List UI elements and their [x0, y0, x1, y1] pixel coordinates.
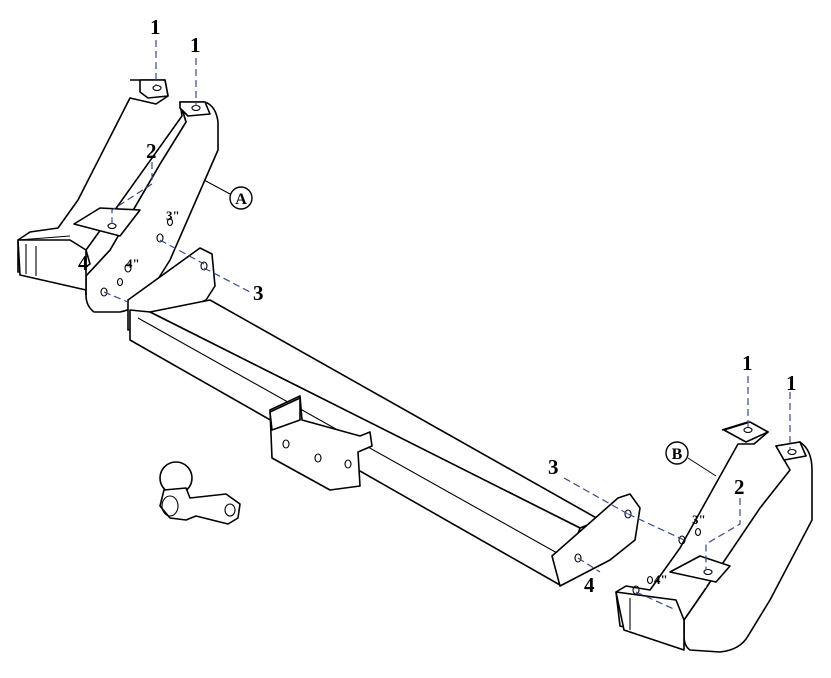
label-3-a: 3 [253, 281, 264, 305]
bracket-b [615, 421, 813, 653]
callout-a: A [203, 179, 253, 210]
callout-b: B [665, 441, 717, 477]
label-1-b-right: 1 [786, 371, 797, 395]
bolt-lines [103, 40, 791, 611]
label-4in-b: 4" [654, 572, 668, 587]
label-3-b: 3 [548, 455, 559, 479]
label-1-a-left: 1 [150, 15, 161, 39]
bracket-a [17, 79, 219, 313]
label-3in-b: 3" [692, 512, 706, 527]
label-bracket-a: A [235, 191, 247, 208]
label-4-a: 4 [78, 251, 89, 275]
crossbar [127, 247, 641, 587]
label-4in-a: 4" [126, 256, 140, 271]
label-bracket-b: B [672, 446, 683, 463]
tow-ball [159, 461, 241, 525]
label-4-b: 4 [584, 573, 595, 597]
label-3in-a: 3" [166, 208, 180, 223]
label-2-b: 2 [734, 475, 745, 499]
label-1-b-left: 1 [742, 351, 753, 375]
label-1-a-right: 1 [190, 33, 201, 57]
label-2-a: 2 [146, 139, 157, 163]
